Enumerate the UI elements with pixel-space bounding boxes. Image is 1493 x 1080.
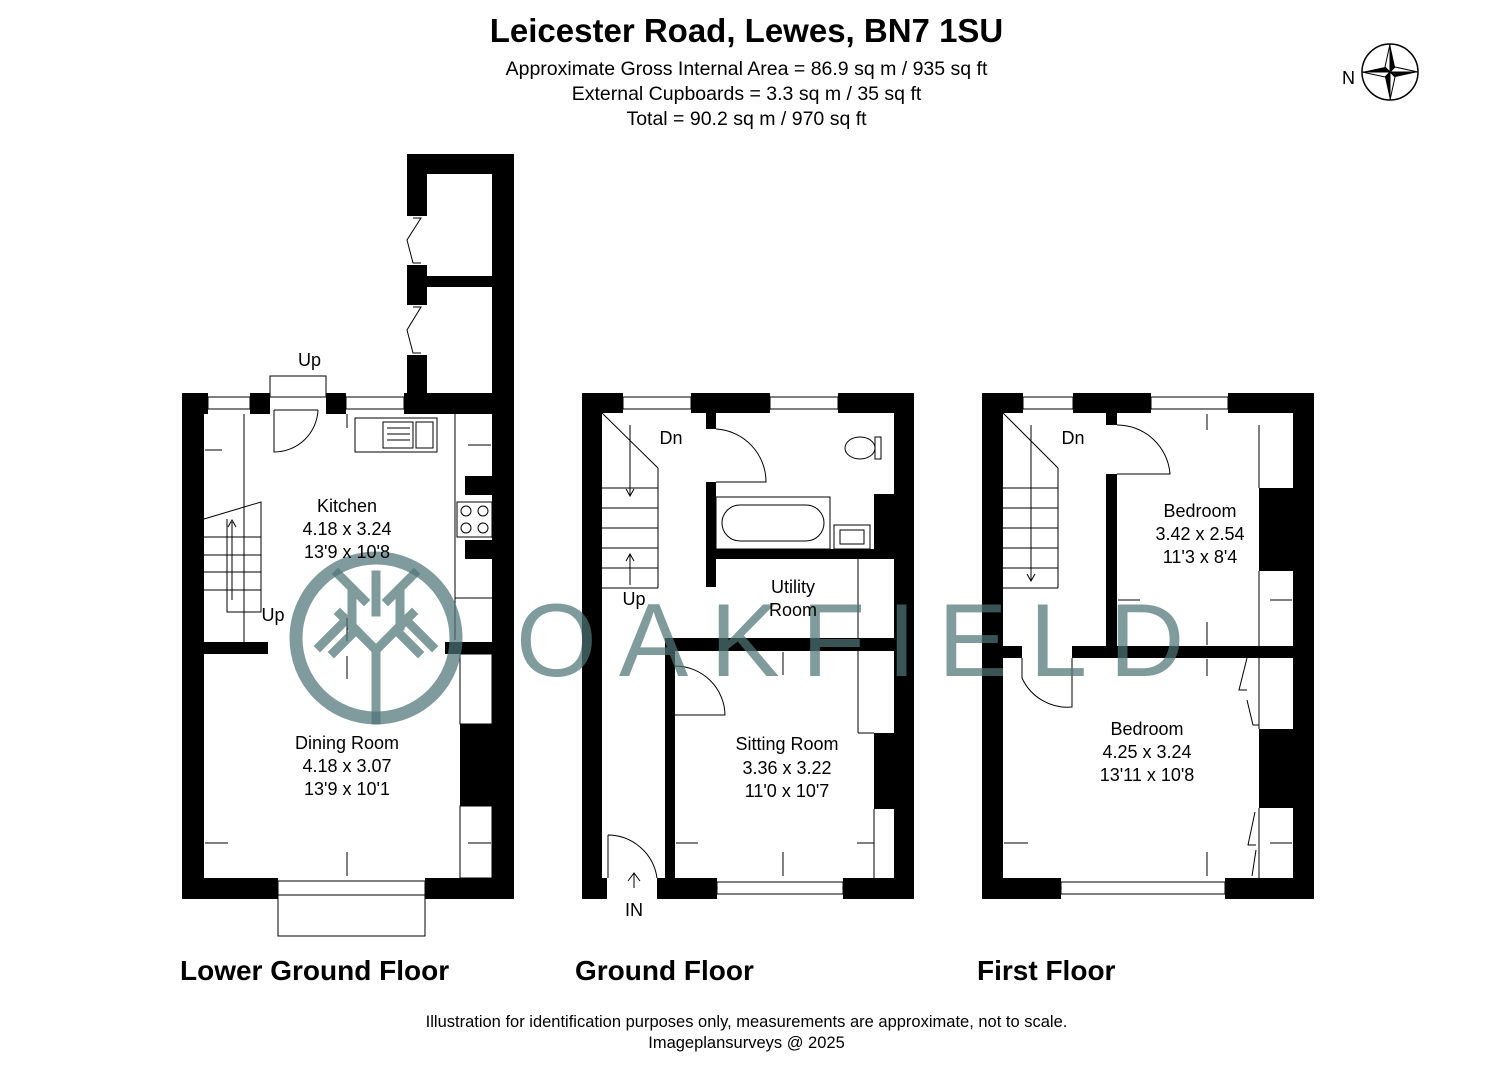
compass-north-label: N <box>1342 68 1355 88</box>
credit-text: Imageplansurveys @ 2025 <box>648 1034 845 1052</box>
ground-floor-label: Ground Floor <box>575 955 754 986</box>
first-floor-label: First Floor <box>977 955 1116 986</box>
bedroom-large-name: Bedroom <box>1110 719 1183 739</box>
lower-stairs-up-label: Up <box>261 605 284 625</box>
first-dn-label: Dn <box>1061 428 1084 448</box>
entrance-label: IN <box>625 900 643 920</box>
bedroom-small-metric: 3.42 x 2.54 <box>1155 524 1244 544</box>
kitchen-name: Kitchen <box>317 496 377 516</box>
utility-room-name-2: Room <box>769 600 817 620</box>
watermark-text: OAKFIELD <box>516 583 1206 699</box>
cupboards-area-text: External Cupboards = 3.3 sq m / 35 sq ft <box>571 83 922 105</box>
ground-dn-label: Dn <box>659 428 682 448</box>
kitchen-imperial: 13'9 x 10'8 <box>304 542 390 562</box>
dining-room-metric: 4.18 x 3.07 <box>302 756 391 776</box>
utility-room-name-1: Utility <box>771 577 815 597</box>
ground-up-label: Up <box>622 589 645 609</box>
dining-room-name: Dining Room <box>295 733 399 753</box>
sitting-room-metric: 3.36 x 3.22 <box>742 758 831 778</box>
plan-title: Leicester Road, Lewes, BN7 1SU <box>489 12 1004 49</box>
total-area-text: Total = 90.2 sq m / 970 sq ft <box>626 108 867 130</box>
kitchen-metric: 4.18 x 3.24 <box>302 519 391 539</box>
bedroom-small-imperial: 11'3 x 8'4 <box>1163 547 1238 567</box>
disclaimer-text: Illustration for identification purposes… <box>425 1013 1068 1031</box>
lower-ground-floor-label: Lower Ground Floor <box>180 955 450 986</box>
bedroom-large-metric: 4.25 x 3.24 <box>1102 742 1191 762</box>
bedroom-large-imperial: 13'11 x 10'8 <box>1100 765 1195 785</box>
ground-floor-plan <box>582 393 914 899</box>
gross-area-text: Approximate Gross Internal Area = 86.9 s… <box>505 58 988 80</box>
sitting-room-imperial: 11'0 x 10'7 <box>745 781 830 801</box>
dining-room-imperial: 13'9 x 10'1 <box>304 779 390 799</box>
lower-ground-floor-plan <box>182 154 514 937</box>
oakfield-logo-watermark: OAKFIELD <box>289 551 1206 725</box>
lower-up-door-label: Up <box>298 350 321 370</box>
bedroom-small-name: Bedroom <box>1163 501 1236 521</box>
first-floor-plan <box>982 393 1314 899</box>
compass-rose-icon <box>1361 43 1419 101</box>
sitting-room-name: Sitting Room <box>735 734 838 754</box>
